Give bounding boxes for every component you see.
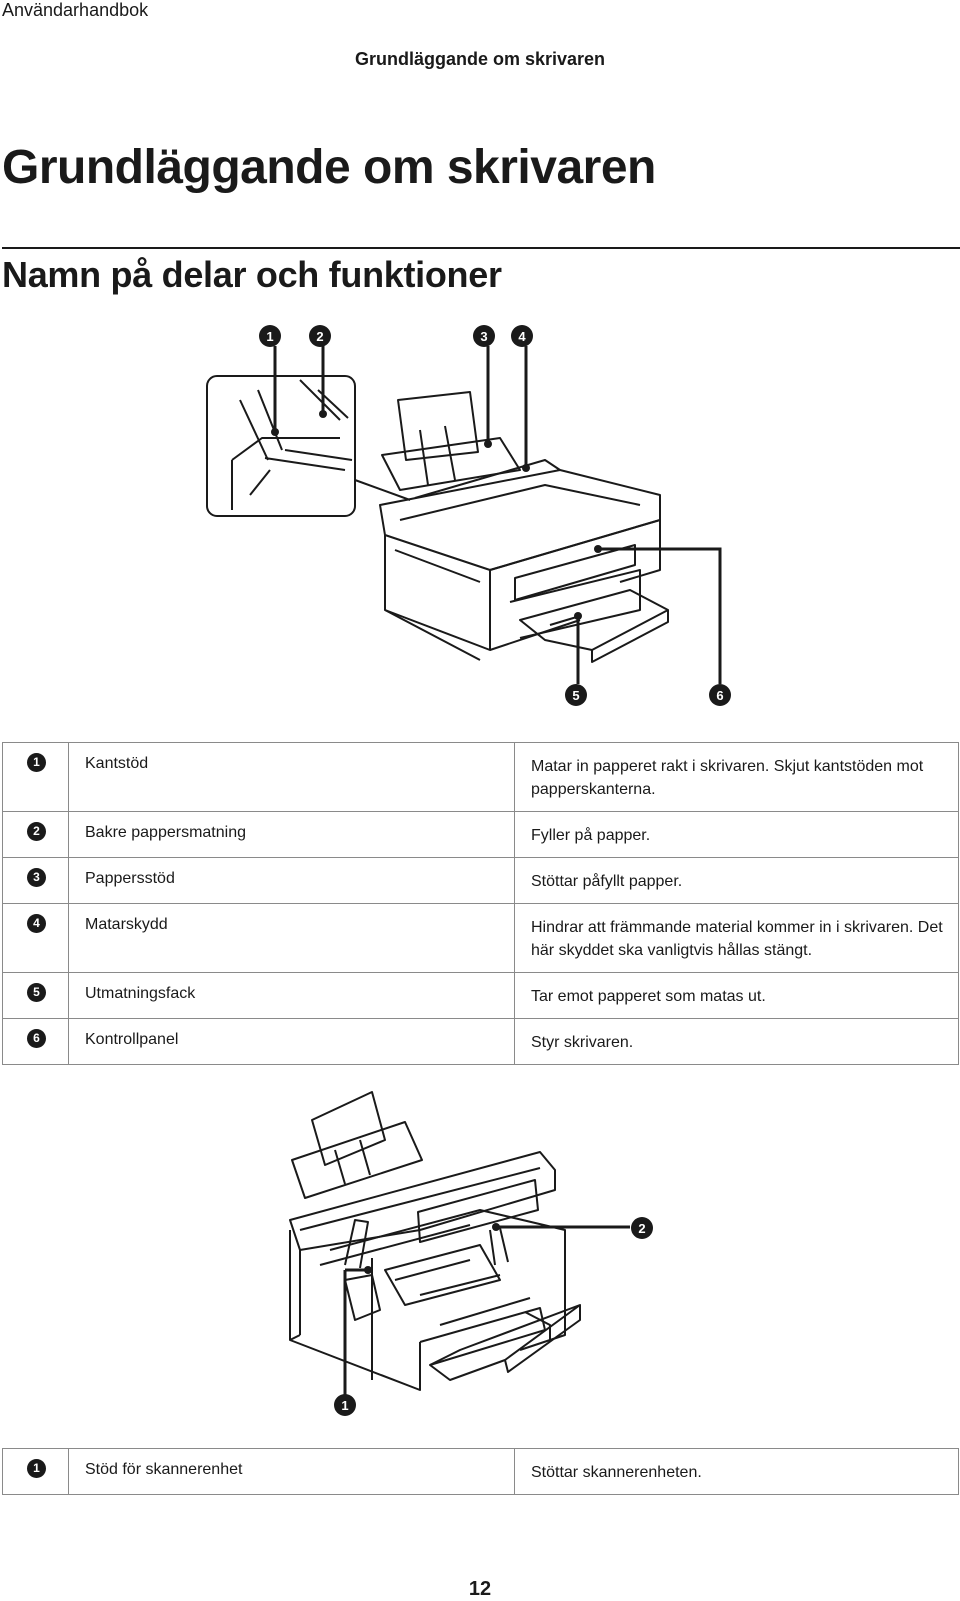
part-name: Utmatningsfack: [68, 972, 515, 1019]
part-name: Bakre pappersmatning: [68, 811, 515, 858]
part-name: Pappersstöd: [68, 857, 515, 904]
part-name: Kontrollpanel: [68, 1018, 515, 1065]
scanner-support-table: 1 Stöd för skannerenhet Stöttar skannere…: [2, 1448, 959, 1495]
table-row: 1 Kantstöd Matar in papperet rakt i skri…: [2, 742, 959, 812]
part-description: Stöttar skannerenheten.: [514, 1448, 959, 1495]
row-number-badge: 1: [27, 1459, 46, 1478]
part-name: Stöd för skannerenhet: [68, 1448, 515, 1495]
table-row: 3 Pappersstöd Stöttar påfyllt papper.: [2, 857, 959, 904]
part-description: Tar emot papperet som matas ut.: [514, 972, 959, 1019]
callout-badge: 2: [309, 325, 331, 347]
row-number-badge: 4: [27, 914, 46, 933]
callout-label: 3: [480, 329, 487, 344]
printer-overview-illustration: 1 2 3 4 5 6: [206, 325, 731, 706]
callout-label: 6: [716, 688, 723, 703]
callout-badge: 4: [511, 325, 533, 347]
callout-label: 2: [316, 329, 323, 344]
part-description: Hindrar att främmande material kommer in…: [514, 903, 959, 973]
part-description: Fyller på papper.: [514, 811, 959, 858]
table-row: 4 Matarskydd Hindrar att främmande mater…: [2, 903, 959, 973]
callout-badge: 1: [334, 1394, 356, 1416]
row-number-badge: 1: [27, 753, 46, 772]
callout-label: 1: [266, 329, 273, 344]
part-description: Matar in papperet rakt i skrivaren. Skju…: [514, 742, 959, 812]
part-name: Kantstöd: [68, 742, 515, 812]
row-number-badge: 3: [27, 868, 46, 887]
chapter-heading: Grundläggande om skrivaren: [2, 141, 656, 194]
callout-badge: 5: [565, 684, 587, 706]
callout-label: 5: [572, 688, 579, 703]
callout-badge: 6: [709, 684, 731, 706]
running-header: Grundläggande om skrivaren: [354, 49, 606, 69]
document-title: Användarhandbok: [2, 0, 149, 20]
row-number-badge: 6: [27, 1029, 46, 1048]
table-row: 1 Stöd för skannerenhet Stöttar skannere…: [2, 1448, 959, 1495]
part-description: Stöttar påfyllt papper.: [514, 857, 959, 904]
row-number-badge: 2: [27, 822, 46, 841]
table-row: 6 Kontrollpanel Styr skrivaren.: [2, 1018, 959, 1065]
callout-badge: 1: [259, 325, 281, 347]
scanner-open-illustration: 2 1: [289, 1091, 653, 1416]
section-heading: Namn på delar och funktioner: [2, 254, 502, 295]
page-number: 12: [468, 1578, 492, 1600]
table-row: 2 Bakre pappersmatning Fyller på papper.: [2, 811, 959, 858]
callout-label: 2: [638, 1221, 645, 1236]
callout-label: 1: [341, 1398, 348, 1413]
part-description: Styr skrivaren.: [514, 1018, 959, 1065]
callout-badge: 2: [631, 1217, 653, 1239]
callout-label: 4: [518, 329, 526, 344]
heading-rule: [2, 247, 960, 249]
row-number-badge: 5: [27, 983, 46, 1002]
part-name: Matarskydd: [68, 903, 515, 973]
callout-badge: 3: [473, 325, 495, 347]
parts-table: 1 Kantstöd Matar in papperet rakt i skri…: [2, 742, 959, 1065]
table-row: 5 Utmatningsfack Tar emot papperet som m…: [2, 972, 959, 1019]
